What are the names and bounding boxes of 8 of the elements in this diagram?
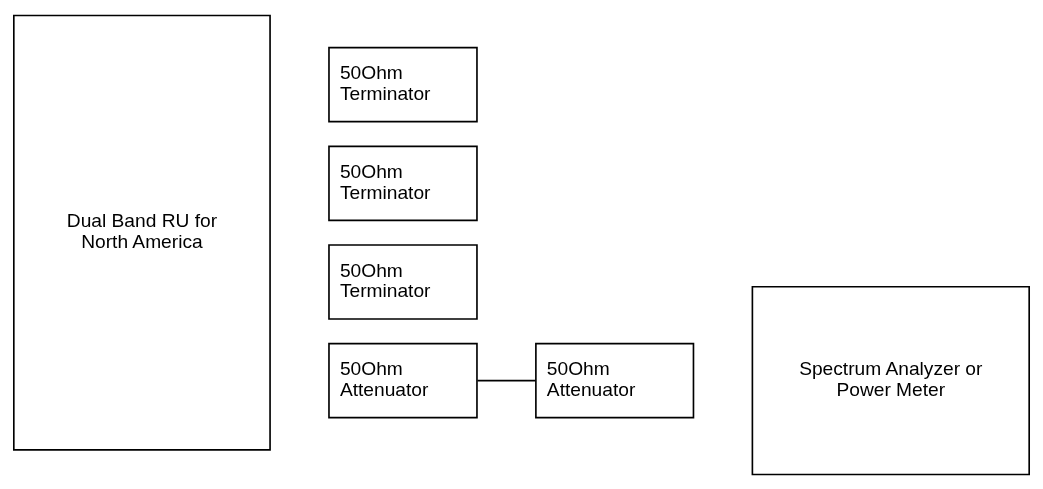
node-box: 50Ohm Attenuator [328, 342, 478, 418]
node-box: 50Ohm Terminator [328, 46, 478, 122]
node-box: 50Ohm Terminator [328, 243, 478, 320]
node-box: 50Ohm Terminator [328, 145, 478, 221]
node-box: Dual Band RU for North America [13, 14, 271, 451]
node-box: 50Ohm Attenuator [535, 342, 695, 418]
node-box: Spectrum Analyzer or Power Meter [751, 285, 1030, 475]
connector [476, 379, 537, 381]
